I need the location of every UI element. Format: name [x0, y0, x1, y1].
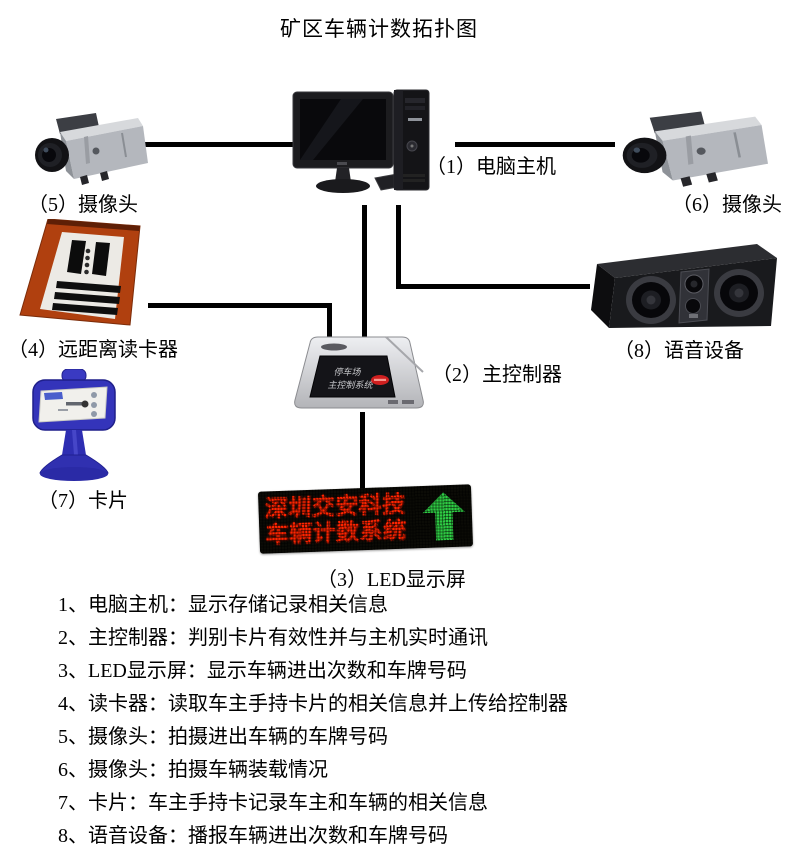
controller-screen-line2: 主控制系统 — [327, 380, 374, 390]
legend: 1、电脑主机：显示存储记录相关信息 2、主控制器：判别卡片有效性并与主机实时通讯… — [58, 589, 568, 853]
legend-item-4: 4、读卡器：读取车主手持卡片的相关信息并上传给控制器 — [58, 693, 568, 715]
connector-computer-speaker-horizontal — [396, 284, 590, 289]
legend-item-7: 7、卡片：车主手持卡记录车主和车辆的相关信息 — [58, 792, 488, 814]
up-arrow-icon — [422, 492, 465, 541]
connector-reader-vertical — [327, 303, 332, 343]
connector-computer-speaker-vertical — [396, 205, 401, 289]
led-display-image: 深圳交安科技 车辆计数系统 — [257, 484, 474, 554]
diagram-title: 矿区车辆计数拓扑图 — [280, 17, 478, 41]
card-label: （7）卡片 — [38, 490, 128, 512]
legend-item-6: 6、摄像头：拍摄车辆装载情况 — [58, 759, 328, 781]
camera-right-image — [622, 111, 768, 187]
legend-item-2: 2、主控制器：判别卡片有效性并与主机实时通讯 — [58, 627, 488, 649]
legend-item-1: 1、电脑主机：显示存储记录相关信息 — [58, 594, 388, 616]
connector-computer-camera6 — [455, 142, 615, 147]
connector-computer-controller — [362, 205, 367, 342]
legend-item-5: 5、摄像头：拍摄进出车辆的车牌号码 — [58, 726, 388, 748]
controller-label: （2）主控制器 — [432, 364, 562, 386]
controller-screen-line1: 停车场 — [333, 367, 361, 377]
card-reader-image — [19, 219, 141, 326]
camera-right-label: （6）摄像头 — [672, 194, 782, 216]
card-reader-label: （4）远距离读卡器 — [8, 339, 178, 361]
speaker-image — [591, 244, 777, 328]
controller-image: 停车场 主控制系统 — [294, 336, 424, 409]
camera-left-image — [35, 113, 148, 185]
connector-camera5-computer — [140, 142, 298, 147]
led-display-label: （3）LED显示屏 — [317, 569, 466, 591]
connector-reader-horizontal — [148, 303, 332, 308]
camera-left-label: （5）摄像头 — [28, 194, 138, 216]
led-display-line2: 车辆计数系统 — [265, 517, 407, 548]
card-image — [32, 369, 116, 481]
computer-image — [292, 89, 430, 193]
legend-item-8: 8、语音设备：播报车辆进出次数和车牌号码 — [58, 825, 448, 847]
legend-item-3: 3、LED显示屏：显示车辆进出次数和车牌号码 — [58, 660, 467, 682]
computer-label: （1）电脑主机 — [426, 156, 556, 178]
speaker-label: （8）语音设备 — [614, 340, 744, 362]
connector-controller-led — [360, 412, 365, 489]
